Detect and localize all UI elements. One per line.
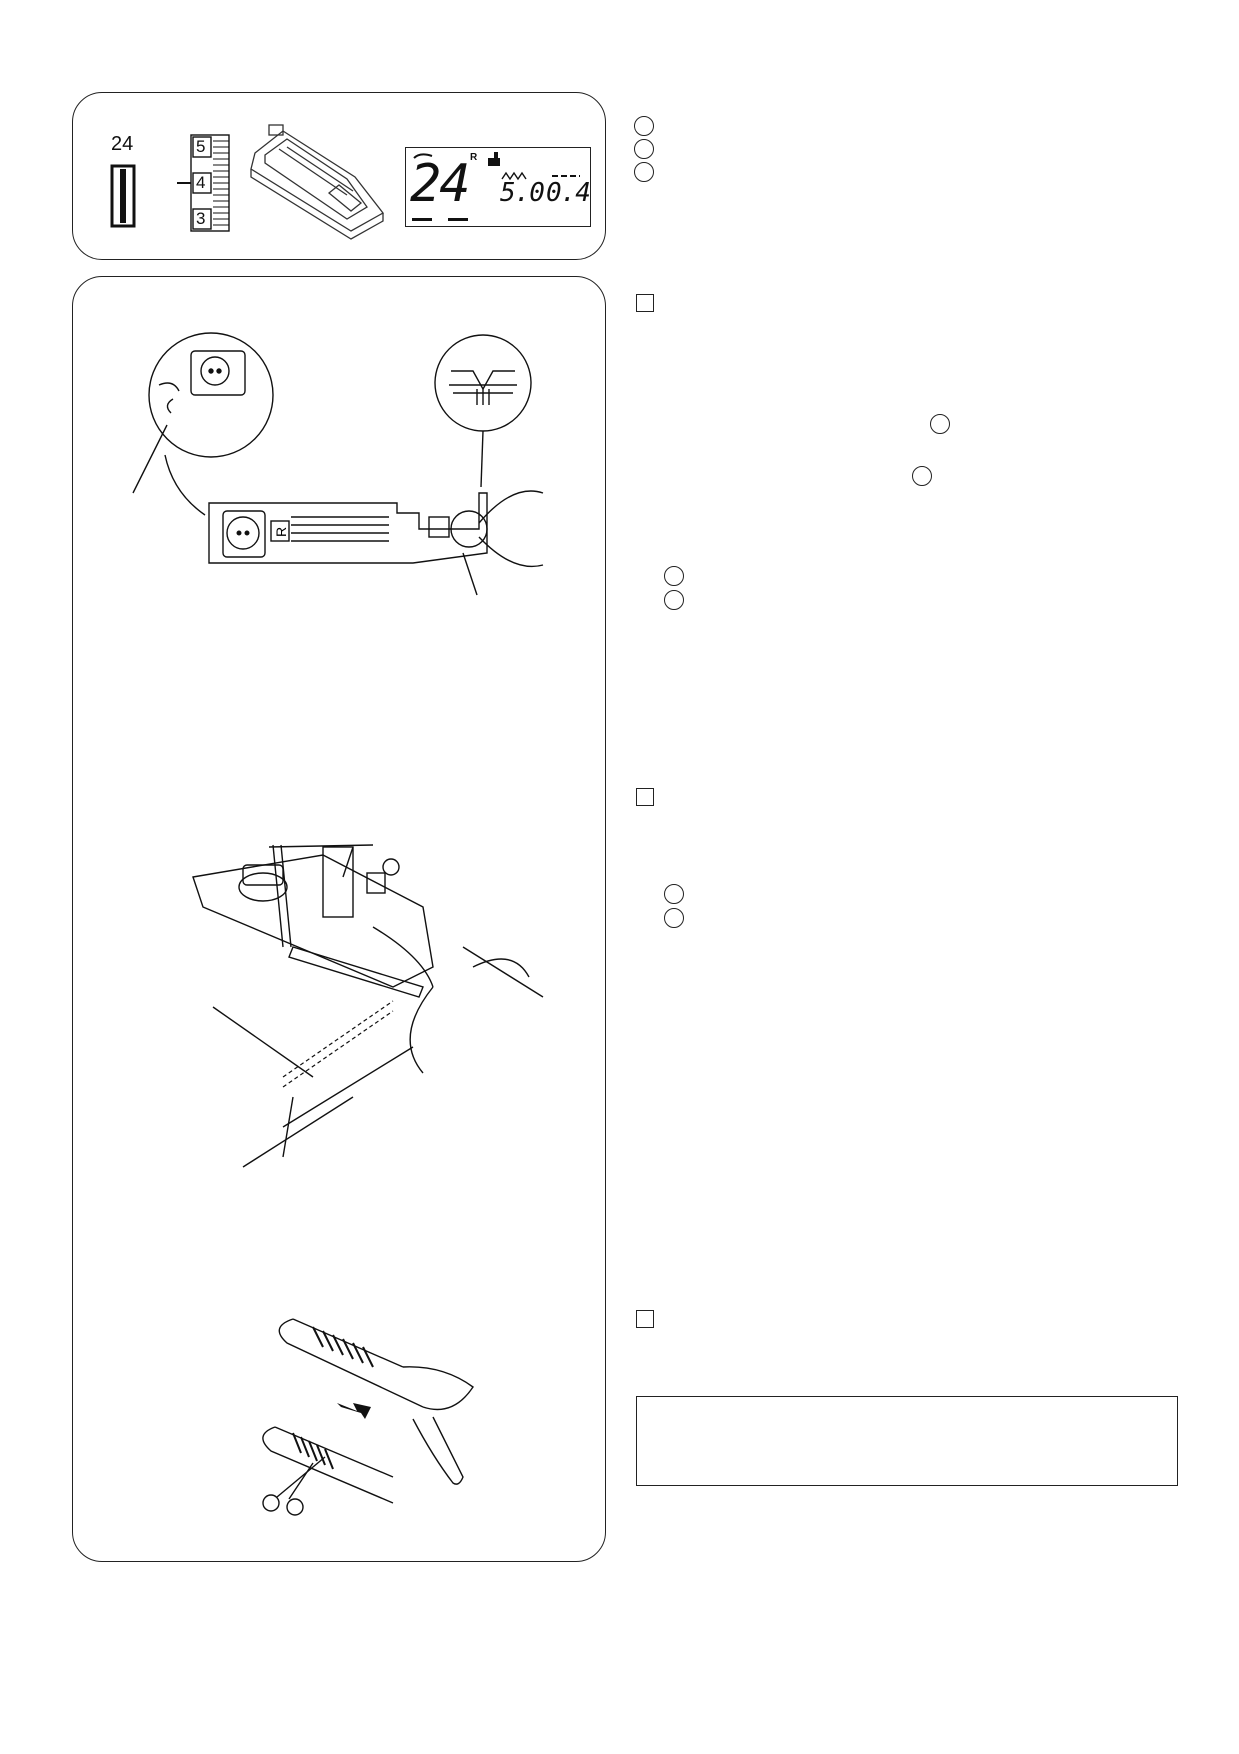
buttonhole-foot-illustration [250,124,384,240]
foot-r-label: R [273,527,289,537]
tension-value-top: 5 [196,137,206,156]
marker-circle [634,162,654,182]
note-box [636,1396,1178,1486]
step-checkbox [636,294,654,312]
marker-circle [930,414,950,434]
foot-with-button-figure: R [132,332,544,596]
width-zigzag-icon [501,171,527,181]
tension-value-mid: 4 [196,173,206,192]
marker-circle [664,884,684,904]
tension-value-bottom: 3 [196,209,206,228]
lcd-stitch-width: 5.0 [500,178,545,208]
marker-circle [634,116,654,136]
lcd-stitch-length: 0.4 [546,178,591,208]
length-dash-icon [552,175,580,177]
underline-marks [412,218,468,221]
marker-circle [912,466,932,486]
pattern-number: 24 [111,133,134,155]
buttonhole-pattern-icon [110,164,136,228]
lcd-display: R 24 5.0 0.4 [405,147,591,227]
illustration-panel: R [72,276,606,1562]
lcd-pattern-number: 24 [410,154,471,214]
tension-dial-graphic [177,134,230,232]
step-checkbox [636,788,654,806]
step-checkbox [636,1310,654,1328]
marker-circle [664,908,684,928]
machine-settings-panel: 24 5 4 3 [72,92,606,260]
lcd-thread-icon [413,153,433,159]
marker-circle [664,566,684,586]
tension-dial: 5 4 3 [177,134,233,232]
sewing-buttonhole-figure [192,844,544,1168]
lcd-indicator: R [470,152,478,163]
marker-circle [664,590,684,610]
foot-icon [488,152,500,166]
marker-circle [634,139,654,159]
cutting-buttonhole-figure [262,1318,474,1516]
